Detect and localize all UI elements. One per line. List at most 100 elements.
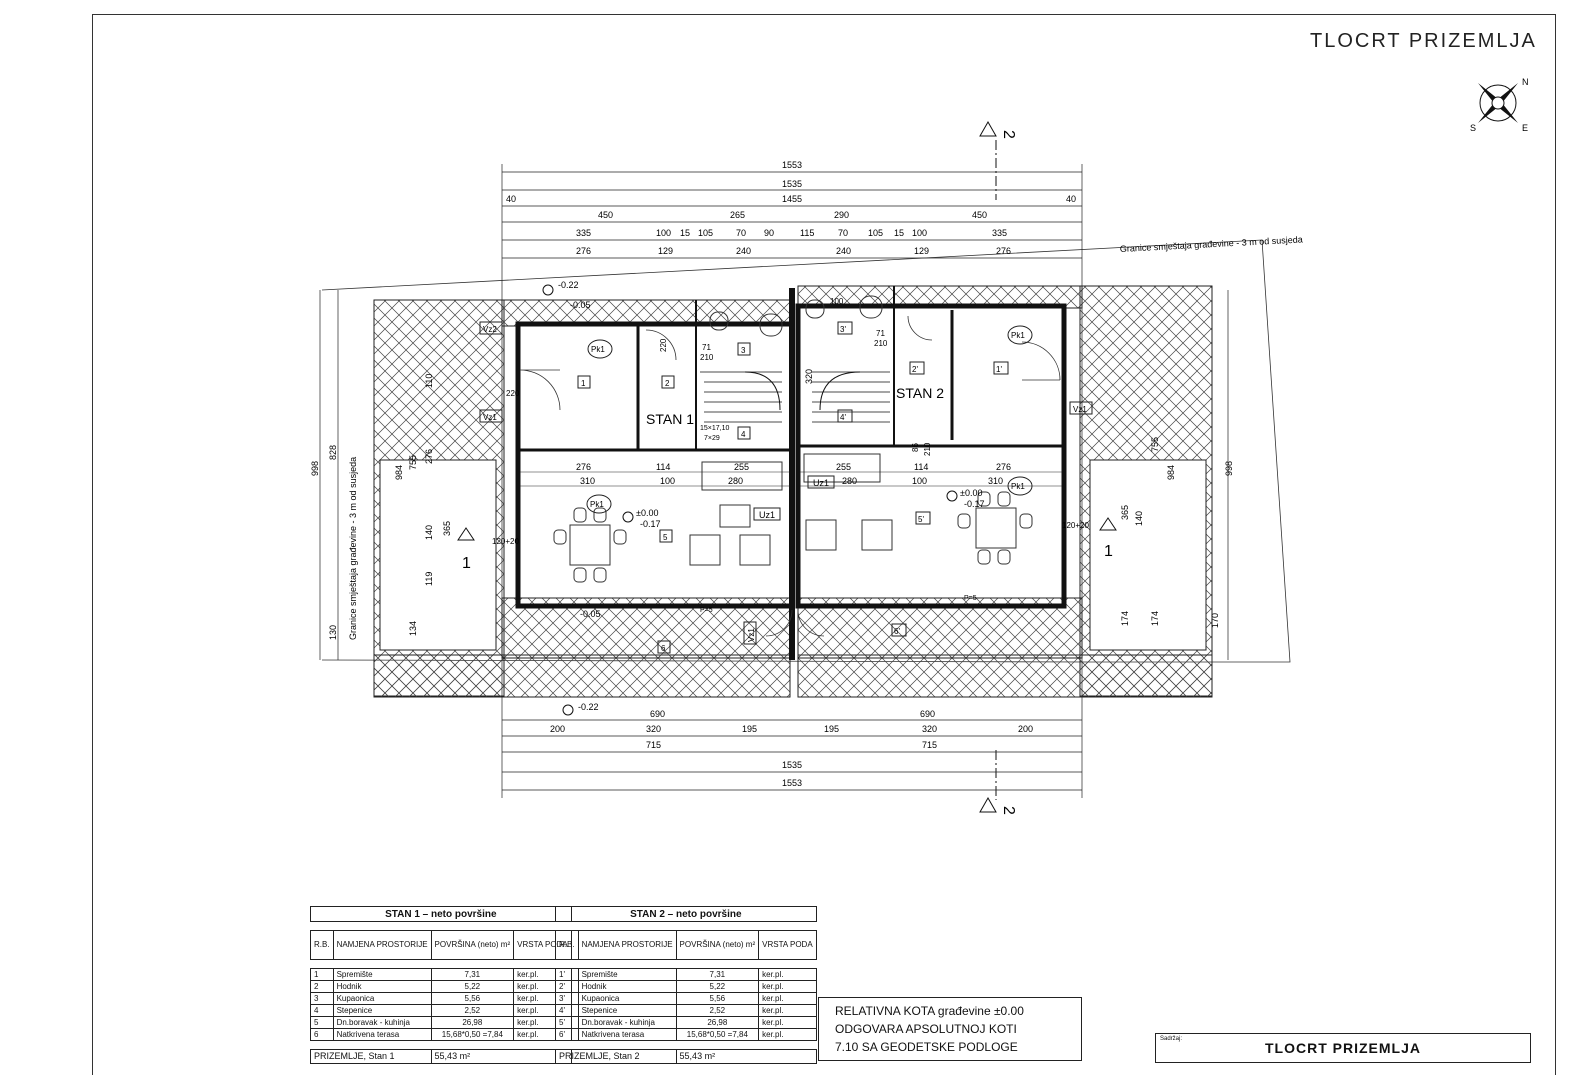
interior-dim-210-vertical: 210 (923, 442, 932, 456)
interior-dim-71-left: 71 (702, 343, 711, 352)
room-number-5-prime: 5' (918, 515, 924, 524)
opening-size-220: 220 (659, 338, 668, 352)
dim-row3-0: 450 (598, 210, 613, 220)
summary-label: PRIZEMLJE, Stan 1 (310, 1049, 432, 1064)
dim-40-left: 40 (506, 194, 516, 204)
table-summary-row: PRIZEMLJE, Stan 2 55,43 m² (555, 1049, 817, 1064)
drawing-sheet-frame (92, 14, 1556, 1075)
dim-total-outer: 1553 (782, 160, 802, 170)
interior-dim-86: 86 (911, 443, 920, 452)
room-number-2: 2 (665, 379, 670, 388)
dim-right-140: 140 (1134, 511, 1144, 526)
section-mark-right-label: 1 (1104, 543, 1113, 560)
building-walls (515, 286, 1067, 660)
interior-dim-320: 320 (804, 369, 814, 384)
level-mark-living-right: ±0.00 -0.17 (946, 488, 985, 509)
compass-south-letter: S (1470, 123, 1476, 133)
dim-total-walls: 1455 (782, 194, 802, 204)
table-caption: STAN 2 – neto površine (555, 906, 817, 922)
compass-rose-icon: N E S (1470, 77, 1529, 133)
compass-north-letter: N (1522, 77, 1529, 87)
dim-row3-2: 290 (834, 210, 849, 220)
level-mark-bottom-left-value: -0.22 (578, 702, 599, 712)
dim-right-365: 365 (1120, 505, 1130, 520)
dim-side-7: 220 (506, 389, 520, 398)
room-number-1-prime: 1' (996, 365, 1002, 374)
col-header-vrsta: VRSTA PODA (758, 930, 817, 960)
opening-size-left: 120+20 (492, 537, 519, 546)
stair-note-line1: 15×17,10 (700, 425, 729, 432)
table-summary-row: PRIZEMLJE, Stan 1 55,43 m² (310, 1049, 572, 1064)
dim-bottom-outer: 1553 (782, 778, 802, 788)
dimension-labels: 1553 1535 1455 40 40 450 265 290 450 335… (310, 160, 1234, 788)
dimension-lines (319, 164, 1229, 798)
door-tag-uz1-a: Uz1 (759, 510, 775, 520)
dim-bottom3-0: 715 (646, 740, 661, 750)
dim-row4-3: 105 (698, 228, 713, 238)
room-number-6: 6 (661, 644, 666, 653)
dim-row4-0: 335 (576, 228, 591, 238)
interior-dim-100-right: 100 (912, 476, 927, 486)
dim-row4-5: 90 (764, 228, 774, 238)
room-labels: STAN 1 STAN 2 1 2 3 4 5 6 1' 2' 3' 4' 5'… (479, 297, 1093, 654)
dim-bottom1-1: 690 (920, 709, 935, 719)
door-tag-pk1-c: Pk1 (590, 500, 604, 509)
level-mark-top-left-value: -0.22 (558, 280, 579, 290)
interior-dim-210-right: 210 (874, 339, 888, 348)
boundary-note: Granice smještaja građevine - 3 m od sus… (1120, 234, 1303, 254)
window-tag-vz1-right: Vz1 (1073, 405, 1087, 414)
door-tag-pk1-d: Pk1 (1011, 482, 1025, 491)
dim-side-3: 134 (408, 621, 418, 636)
dim-bottom2-4: 320 (922, 724, 937, 734)
interior-dim-276-right: 276 (996, 462, 1011, 472)
col-header-rb: R.B. (555, 930, 579, 960)
room-number-3-prime: 3' (840, 325, 846, 334)
level-mark-living-left: ±0.00 -0.17 (622, 508, 661, 529)
boundary-note-side: Granice smještaja građevine - 3 m od sus… (348, 457, 358, 640)
interior-dim-210-left: 210 (700, 353, 714, 362)
dim-bottom2-5: 200 (1018, 724, 1033, 734)
room-number-1: 1 (581, 379, 586, 388)
room-number-4: 4 (741, 430, 746, 439)
section-mark-left-label: 1 (462, 555, 471, 572)
interior-dim-280-right: 280 (842, 476, 857, 486)
dim-row5-1: 129 (658, 246, 673, 256)
slope-mark-left: P=5 (700, 607, 713, 614)
dim-row4-4: 70 (736, 228, 746, 238)
level-mark-bottom-left: -0.22 (562, 702, 599, 716)
dim-bottom2-3: 195 (824, 724, 839, 734)
interior-dim-310-left: 310 (580, 476, 595, 486)
dim-row5-4: 129 (914, 246, 929, 256)
dim-row4-9: 15 (894, 228, 904, 238)
dim-bottom2-0: 200 (550, 724, 565, 734)
doors (519, 315, 1061, 637)
dim-row4-2: 15 (680, 228, 690, 238)
level-mark-living-left-low: -0.17 (640, 519, 661, 529)
area-table-stan-2: STAN 2 – neto površine R.B. NAMJENA PROS… (555, 906, 817, 1064)
slope-mark-right: P=5 (964, 595, 977, 602)
room-number-6-prime: 6' (894, 627, 900, 636)
dim-left-part: 984 (394, 465, 404, 480)
dim-row5-2: 240 (736, 246, 751, 256)
dim-bottom2-1: 320 (646, 724, 661, 734)
col-header-povrsina: POVRŠINA (neto) m² (675, 930, 760, 960)
interior-dim-114-left: 114 (656, 462, 670, 472)
dim-bottom2-2: 195 (742, 724, 757, 734)
interior-dim-280-left: 280 (728, 476, 743, 486)
section-mark-top-label: 2 (1000, 130, 1017, 139)
summary-value: 55,43 m² (430, 1049, 572, 1064)
unit-label-stan-2: STAN 2 (896, 385, 944, 401)
dim-right-total: 998 (1224, 461, 1234, 476)
room-number-2-prime: 2' (912, 365, 918, 374)
dim-row5-3: 240 (836, 246, 851, 256)
window-tag-vz2: Vz2 (483, 325, 497, 334)
section-mark-right: 1 (1099, 517, 1117, 560)
dim-bottom1-0: 690 (650, 709, 665, 719)
